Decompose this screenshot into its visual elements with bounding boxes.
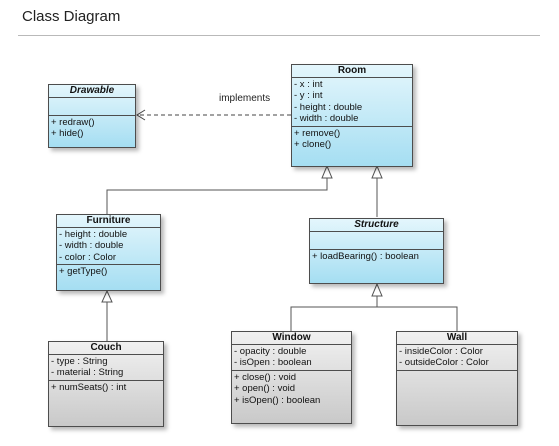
class-structure[interactable]: Structure + loadBearing() : boolean xyxy=(309,218,444,284)
attributes-section: - height : double - width : double - col… xyxy=(57,228,160,265)
class-name: Couch xyxy=(49,342,163,355)
methods-section: + remove() + clone() xyxy=(292,127,412,152)
furniture-generalization-edge xyxy=(106,178,328,214)
class-name: Window xyxy=(232,332,351,345)
attribute-row: - y : int xyxy=(294,90,323,101)
method-row: + numSeats() : int xyxy=(51,381,127,393)
class-drawable[interactable]: Drawable + redraw() + hide() xyxy=(48,84,136,148)
furniture-generalization-arrowhead xyxy=(321,164,333,179)
attribute-row: - isOpen : boolean xyxy=(234,357,312,368)
class-wall[interactable]: Wall - insideColor : Color - outsideColo… xyxy=(396,331,518,426)
implements-arrowhead xyxy=(136,109,146,121)
method-row: + getType() xyxy=(59,266,108,277)
class-furniture[interactable]: Furniture - height : double - width : do… xyxy=(56,214,161,291)
method-row: + open() : void xyxy=(234,383,295,394)
attribute-row: - outsideColor : Color xyxy=(399,357,489,368)
attribute-row: - width : double xyxy=(294,113,359,124)
class-name: Furniture xyxy=(57,215,160,228)
methods-section xyxy=(397,371,517,373)
attribute-row: - width : double xyxy=(59,240,124,251)
method-row: + remove() xyxy=(294,127,341,139)
class-window[interactable]: Window - opacity : double - isOpen : boo… xyxy=(231,331,352,424)
attribute-row: - material : String xyxy=(51,367,124,378)
couch-generalization-arrowhead xyxy=(101,289,113,303)
class-name: Structure xyxy=(310,219,443,232)
attribute-row: - color : Color xyxy=(59,251,117,263)
class-name: Room xyxy=(292,65,412,78)
class-couch[interactable]: Couch - type : String - material : Strin… xyxy=(48,341,164,427)
title-divider xyxy=(18,35,540,36)
attribute-row: - type : String xyxy=(51,355,108,367)
methods-section: + numSeats() : int xyxy=(49,381,163,395)
method-row: + loadBearing() : boolean xyxy=(312,250,419,262)
attribute-row: - height : double xyxy=(294,101,363,113)
attribute-row: - height : double xyxy=(59,228,128,240)
structure-generalization-arrowhead xyxy=(371,164,383,179)
implements-label: implements xyxy=(219,93,271,104)
attribute-row: - opacity : double xyxy=(234,345,307,357)
wall-generalization-edge xyxy=(377,306,458,331)
class-name: Drawable xyxy=(49,85,135,98)
attributes-section xyxy=(310,232,443,250)
attribute-row: - insideColor : Color xyxy=(399,345,483,357)
attributes-section xyxy=(49,98,135,116)
methods-section: + getType() xyxy=(57,265,160,279)
class-room[interactable]: Room - x : int - y : int - height : doub… xyxy=(291,64,413,167)
attributes-section: - x : int - y : int - height : double - … xyxy=(292,78,412,127)
attributes-section: - type : String - material : String xyxy=(49,355,163,381)
structure-child-arrowhead xyxy=(371,282,383,297)
attribute-row: - x : int xyxy=(294,78,323,90)
class-name: Wall xyxy=(397,332,517,345)
window-generalization-edge xyxy=(290,296,378,331)
methods-section: + redraw() + hide() xyxy=(49,116,135,141)
attributes-section: - insideColor : Color - outsideColor : C… xyxy=(397,345,517,371)
attributes-section: - opacity : double - isOpen : boolean xyxy=(232,345,351,371)
diagram-title: Class Diagram xyxy=(22,8,121,25)
method-row: + redraw() xyxy=(51,116,95,128)
method-row: + hide() xyxy=(51,128,84,139)
methods-section: + close() : void + open() : void + isOpe… xyxy=(232,371,351,408)
methods-section: + loadBearing() : boolean xyxy=(310,250,443,264)
method-row: + clone() xyxy=(294,139,332,150)
method-row: + isOpen() : boolean xyxy=(234,394,321,406)
method-row: + close() : void xyxy=(234,371,297,383)
